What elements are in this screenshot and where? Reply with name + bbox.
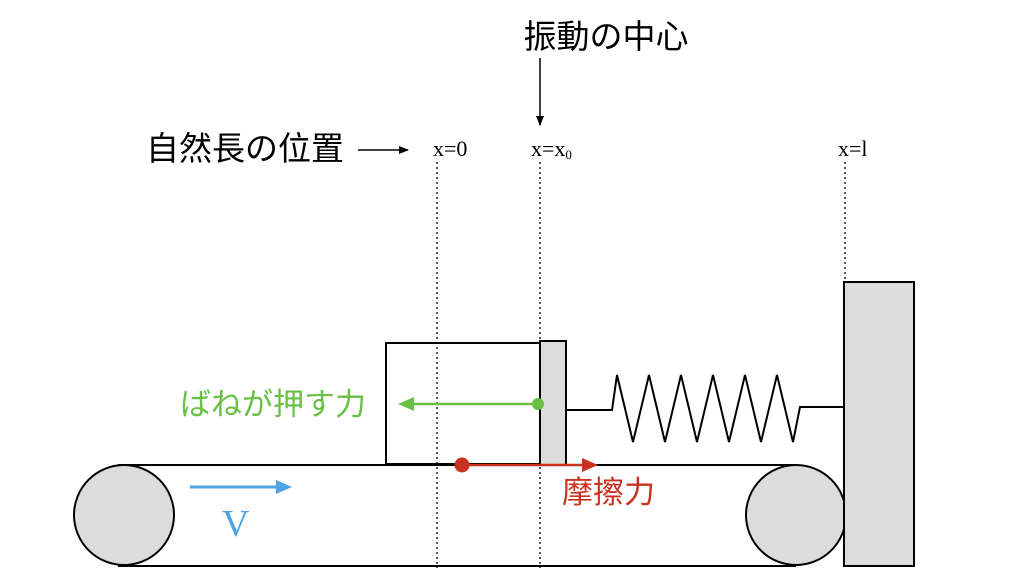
right-roller — [745, 464, 847, 566]
x-center-label-subscript: 0 — [565, 147, 572, 162]
friction-arrow — [454, 457, 598, 473]
block-end-plate — [539, 340, 567, 466]
conveyor-belt — [73, 464, 847, 567]
x-wall-label: x=l — [838, 136, 868, 161]
friction-origin-dot — [454, 457, 470, 473]
spring-force-label: ばねが押す力 — [180, 387, 366, 423]
left-roller — [73, 464, 175, 566]
velocity-arrow — [190, 480, 292, 494]
natural-length-label: 自然長の位置 — [146, 129, 344, 168]
velocity-label: V — [222, 503, 250, 545]
wall — [843, 281, 915, 567]
x-center-label-base: x=x — [531, 136, 565, 161]
x-center-label: x=x0 — [531, 136, 572, 162]
x-zero-label: x=0 — [433, 136, 467, 161]
spring-force-origin-dot — [532, 398, 544, 410]
friction-label: 摩擦力 — [562, 475, 655, 511]
spring-force-arrow — [398, 397, 544, 411]
spring — [566, 374, 844, 443]
vibration-center-label: 振動の中心 — [524, 17, 689, 56]
